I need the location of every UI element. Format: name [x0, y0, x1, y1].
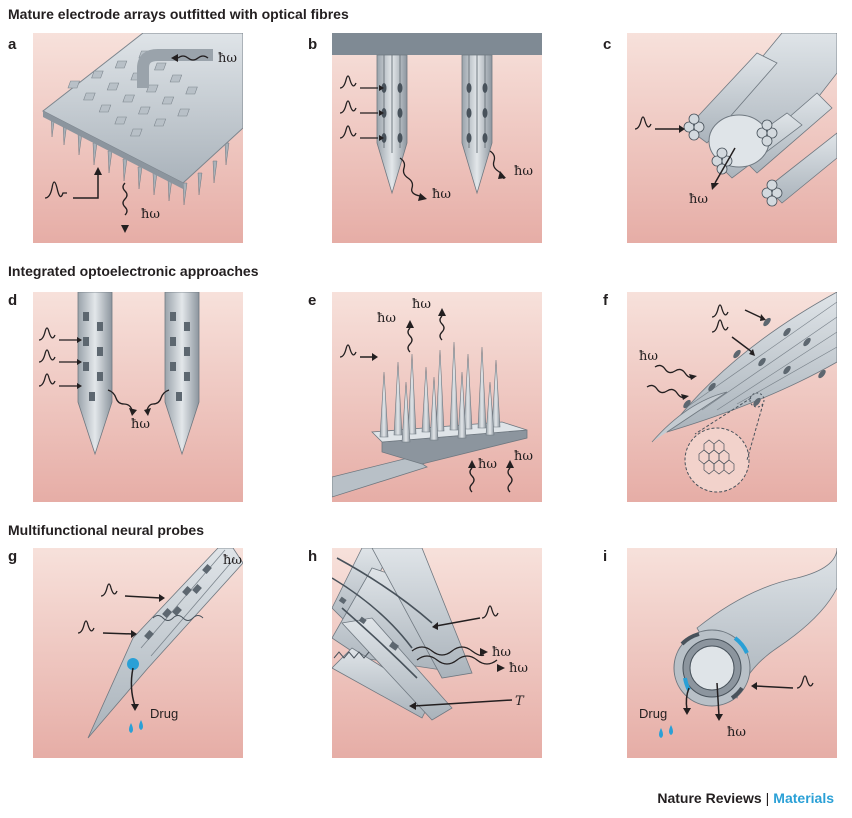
panel-letter-e: e	[308, 292, 317, 309]
light-label: ħω	[727, 725, 746, 740]
flexible-sheet	[665, 292, 837, 433]
light-label-2: ħω	[141, 207, 160, 222]
panel-c-fibre-bundles: ħω	[627, 33, 837, 243]
panel-letter-i: i	[603, 548, 608, 565]
shank-right	[461, 54, 493, 195]
shank-right	[164, 292, 200, 456]
panel-g-drug-probe: Drug ħω	[33, 548, 243, 758]
signal-waveform-2	[77, 620, 95, 634]
light-label: ħω	[131, 417, 150, 432]
panel-h-multifunctional-fibres: ħω ħω T	[332, 548, 542, 758]
signal-waveform	[339, 344, 357, 358]
fibre-bundle	[332, 548, 473, 721]
drug-drop-2	[669, 725, 673, 735]
drug-label: Drug	[639, 706, 667, 721]
section-title-multifunctional: Multifunctional neural probes	[8, 522, 205, 538]
probe-base	[332, 33, 542, 55]
drug-label: Drug	[150, 706, 178, 721]
section-title-optoelectronic: Integrated optoelectronic approaches	[8, 263, 259, 279]
panel-letter-f: f	[603, 292, 608, 309]
optical-fibre	[137, 49, 213, 88]
journal-separator: |	[765, 790, 770, 806]
light-label: ħω	[432, 187, 451, 202]
signal-waveform	[481, 605, 499, 619]
array-pads	[67, 50, 198, 137]
panel-letter-g: g	[8, 548, 18, 565]
signal-waveform	[100, 583, 118, 597]
panel-a-electrode-array: ħω ħω	[33, 33, 243, 243]
probe-body	[87, 548, 243, 739]
sheet-electrodes	[683, 317, 826, 409]
probe-electrodes	[144, 564, 212, 640]
panel-b-optrode-shanks: ħω ħω	[332, 33, 542, 243]
shank-left	[376, 54, 408, 195]
light-label: ħω	[689, 192, 708, 207]
drug-drop	[129, 723, 133, 733]
panel-e-spike-array: ħω ħω ħω ħω	[332, 292, 542, 502]
light-label-4: ħω	[514, 449, 533, 464]
array-spikes	[379, 341, 501, 443]
panel-letter-d: d	[8, 292, 18, 309]
drug-outlet	[127, 658, 139, 670]
signal-waveform	[44, 181, 67, 199]
journal-credit: Nature Reviews|Materials	[657, 790, 834, 806]
signal-waveform	[796, 675, 814, 689]
journal-brand: Nature Reviews	[657, 790, 762, 806]
panel-letter-b: b	[308, 36, 318, 53]
panel-letter-h: h	[308, 548, 318, 565]
signal-waveforms	[38, 327, 77, 387]
panel-letter-c: c	[603, 36, 612, 53]
drug-drop	[659, 728, 663, 738]
light-label-2: ħω	[509, 661, 528, 676]
light-label: ħω	[223, 553, 242, 568]
graphene-lattice	[698, 439, 735, 475]
section-title-mature-arrays: Mature electrode arrays outfitted with o…	[8, 6, 349, 22]
signal-waveform	[711, 304, 729, 318]
light-label: ħω	[377, 311, 396, 326]
temperature-label: T	[515, 694, 525, 709]
light-label-2: ħω	[412, 297, 431, 312]
light-label-2: ħω	[514, 164, 533, 179]
light-label: ħω	[218, 51, 237, 66]
graphene-zoom	[684, 427, 750, 493]
panel-letter-a: a	[8, 36, 17, 53]
panel-f-flexible-sheet: ħω	[627, 292, 837, 502]
signal-waveform	[634, 116, 652, 130]
shank-left	[77, 292, 113, 456]
signal-waveforms	[339, 75, 378, 139]
journal-name: Materials	[773, 790, 834, 806]
signal-waveform-2	[711, 319, 729, 333]
light-label: ħω	[492, 645, 511, 660]
fibre-core	[689, 645, 735, 691]
panel-i-fibre-cross-section: ħω Drug	[627, 548, 837, 758]
drug-drop-2	[139, 720, 143, 730]
light-label: ħω	[639, 349, 658, 364]
light-label-3: ħω	[478, 457, 497, 472]
array-spikes	[50, 114, 230, 206]
panel-d-optoelectronic-shanks: ħω	[33, 292, 243, 502]
